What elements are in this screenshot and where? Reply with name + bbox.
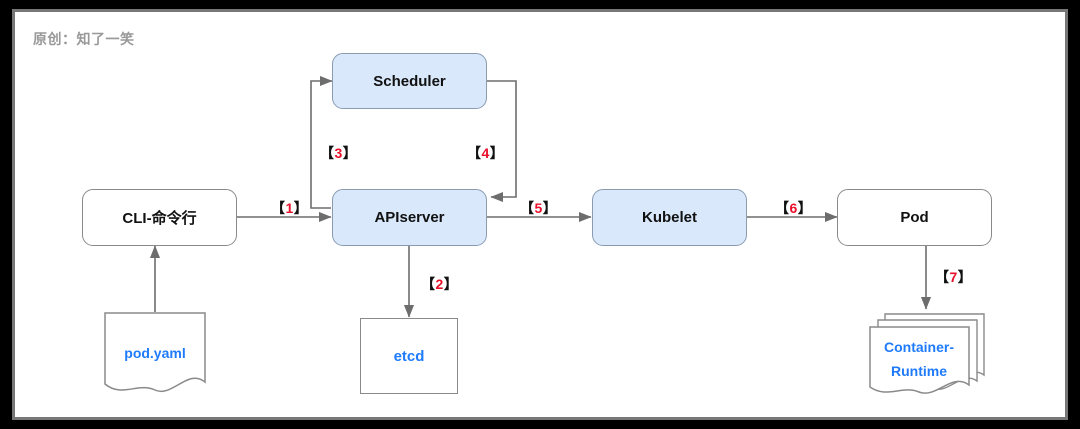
node-etcd-label: etcd (393, 347, 425, 365)
step-2-close: 】 (443, 276, 458, 292)
step-4-number: 4 (481, 145, 490, 161)
step-label-4: 【4】 (467, 143, 504, 163)
node-scheduler-label: Scheduler (373, 72, 446, 90)
edge-scheduler-to-apiserver (487, 80, 517, 203)
step-4-open: 【 (467, 145, 481, 161)
step-1-number: 1 (285, 200, 294, 216)
diagram-stage: 原创：知了一笑 (15, 12, 1065, 417)
node-cli[interactable]: CLI-命令行 (82, 189, 237, 246)
step-5-number: 5 (534, 200, 543, 216)
step-6-number: 6 (789, 200, 798, 216)
node-apiserver[interactable]: APIserver (332, 189, 487, 246)
step-4-close: 】 (489, 145, 504, 161)
step-7-close: 】 (957, 269, 972, 285)
step-label-1: 【1】 (271, 198, 308, 218)
step-6-open: 【 (775, 200, 789, 216)
node-apiserver-label: APIserver (374, 209, 445, 226)
step-2-number: 2 (435, 276, 444, 292)
step-5-close: 】 (542, 200, 557, 216)
node-pod-label: Pod (900, 209, 929, 226)
node-cli-label: CLI-命令行 (122, 210, 197, 227)
step-label-5: 【5】 (520, 198, 557, 218)
step-1-close: 】 (293, 200, 308, 216)
step-1-open: 【 (271, 200, 285, 216)
container-runtime-layer-front (869, 326, 970, 394)
node-kubelet[interactable]: Kubelet (592, 189, 747, 246)
step-3-number: 3 (334, 145, 343, 161)
node-kubelet-label: Kubelet (641, 209, 697, 226)
step-2-open: 【 (421, 276, 435, 292)
step-7-open: 【 (935, 269, 949, 285)
diagram-canvas: 原创：知了一笑 (12, 9, 1068, 420)
step-label-6: 【6】 (775, 198, 812, 218)
step-7-number: 7 (949, 269, 958, 285)
pod-yaml-shape (104, 312, 206, 393)
node-scheduler[interactable]: Scheduler (332, 53, 487, 109)
step-6-close: 】 (797, 200, 812, 216)
node-container-runtime[interactable]: Container- Runtime (868, 309, 986, 399)
node-pod-yaml[interactable]: pod.yaml (104, 312, 206, 396)
step-label-7: 【7】 (935, 267, 972, 287)
step-label-3: 【3】 (320, 143, 357, 163)
node-pod[interactable]: Pod (837, 189, 992, 246)
credit-watermark: 原创：知了一笑 (33, 31, 135, 47)
node-etcd[interactable]: etcd (360, 318, 458, 394)
step-3-close: 】 (342, 145, 357, 161)
step-5-open: 【 (520, 200, 534, 216)
step-3-open: 【 (320, 145, 334, 161)
step-label-2: 【2】 (421, 274, 458, 294)
